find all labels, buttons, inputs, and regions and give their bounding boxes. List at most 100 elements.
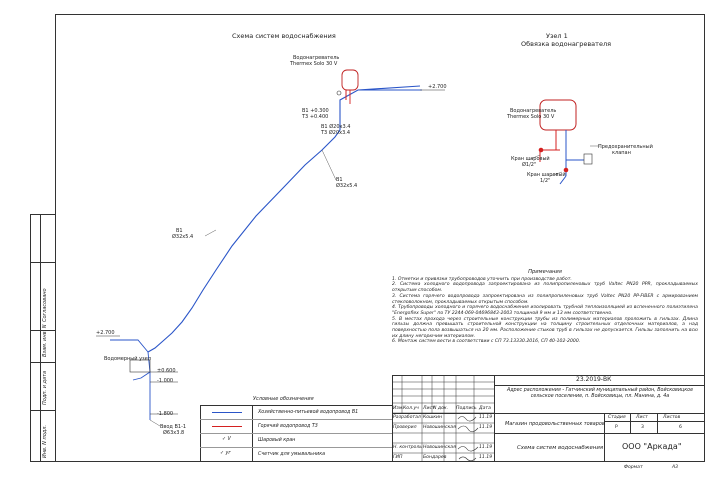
tb-stage: Р [615,425,618,430]
tb-line-h2 [392,413,705,414]
ball-valve-label-1b: Ø1/2" [522,162,537,168]
heater-valve [336,90,342,96]
safety-valve-label-1: Предохранительный [598,144,653,150]
pipe-b1-c: В1 [336,177,343,183]
tb-name-2: Новошинская [423,425,456,430]
safety-valve-label-2: клапан [612,150,631,156]
leader-vvod [149,419,161,427]
tb-name-5: Бондарев [423,455,447,460]
detail-leader-2 [527,154,541,161]
pipe-b1-c2: Ø32х5.4 [336,183,358,189]
legend-red-line [212,426,242,428]
pipe-t3-b: Т3 Ø20х3.4 [321,130,351,136]
tb-line-v-sheets [657,413,658,433]
tb-date-1: 11.19 [479,415,493,420]
level-low2: -1.800 [157,411,174,417]
note-3: 3. Система горячего водопровода запроект… [392,293,698,305]
title-block [392,375,705,462]
heater-body [341,69,359,91]
tb-sheets-h: Листов [663,415,681,420]
pipe-b1-d: В1 [176,228,183,234]
legend-row-1 [200,419,392,420]
tb-date-2: 11.19 [479,425,493,430]
tb-line-v-sheet [630,413,631,433]
tb-col-date: Дата [479,406,491,411]
legend-label-1: Хозяйственно-питьевой водопровод В1 [258,410,359,415]
detail-valve-2 [563,167,569,173]
side-line-3 [30,410,55,411]
tb-line-v-company [604,433,605,462]
legend-row-2 [200,433,392,434]
tb-sheet-title: Схема систем водоснабжения [517,445,604,451]
tb-role-4: Н. контроль [393,445,423,450]
ball-valve-label-2b: 1/2" [540,178,551,184]
pipe-b1-b: В1 Ø20х3.4 [321,124,351,130]
side-strip-divider [40,214,41,462]
node-subtitle: Обвязка водонагревателя [521,40,612,48]
legend-row-3 [200,447,392,448]
tb-col-sign: Подпись [456,406,477,411]
legend-label-4: Счетчик для умывальника [258,452,326,457]
detail-heater-body [539,99,577,131]
tb-line-h3 [494,433,705,434]
legend-blue-line [212,412,242,414]
tb-sheet: 3 [641,425,644,430]
tb-object: Магазин продовольственных товаров [505,421,605,427]
drawing-frame [55,14,705,462]
notes-block: Примечания 1. Отметки и привязки трубопр… [392,269,698,345]
side-line-1 [30,330,55,331]
pipe-b1-d2: Ø32х5.4 [172,234,194,240]
notes-header: Примечания [528,269,562,275]
tb-role-1: Разработал [393,415,421,420]
pipe-b1-main [147,85,421,353]
pipe-vvod-1: Ввод В1-1 [160,424,187,430]
water-meter-label: Водомерный узел [104,356,151,362]
detail-valve-1 [538,147,544,153]
note-2: 2. Система холодного водопровода запроек… [392,282,698,294]
side-line-4 [30,262,55,263]
tb-col-kol: Кол.уч [403,406,419,411]
tb-signatures [457,416,479,462]
legend-label-3: Шаровый кран [258,438,296,443]
legend-label-2: Горячий водопровод Т3 [258,424,318,429]
heater-label-1: Водонагреватель [293,55,340,61]
legend-title: Условные обозначения [253,396,314,402]
format-label: Формат [624,465,643,470]
legend-meter-code: ✓ уг [220,451,231,456]
pipe-t3-a: Т3 +0.400 [302,114,329,120]
tb-line-h-stage [604,421,705,422]
heater-label-2: Thermex Solo 30 V [290,61,338,67]
level-zero: ±0.600 [157,368,176,374]
tb-col-list: Лист [423,406,435,411]
note-6: 6. Монтаж систем вести в соответствии с … [392,339,581,345]
side-line-2 [30,362,55,363]
tb-role-2: Проверил [393,425,417,430]
tb-col-doc: N док. [433,406,449,411]
detail-leader-3 [549,171,563,177]
tb-line-v-main [494,375,495,462]
detail-heater-label-2: Thermex Solo 30 V [507,114,555,120]
ball-valve-label-1: Кран шаровый [511,156,550,162]
node-title: Узел 1 [546,32,568,40]
tb-sheets: 6 [679,425,682,430]
scheme-title: Схема систем водоснабжения [232,32,336,40]
level-mid: +2.700 [96,330,115,336]
level-low: -1.000 [157,378,174,384]
note-1: 1. Отметки и привязки трубопроводов уточ… [392,276,572,282]
water-meter-box [129,359,151,373]
detail-heater-label-1: Водонагреватель [510,108,557,114]
tb-sheet-h: Лист [636,415,648,420]
pipe-vvod-2: Ø63х3.8 [163,430,185,436]
leader-b1-d [204,229,217,237]
tb-col-izm: Изм. [393,406,404,411]
legend-ball-valve-code: ✓ V [222,437,231,442]
pipe-vvod [132,351,151,381]
tb-stage-h: Стадия [608,415,626,420]
level-top: +2.700 [428,84,447,90]
leader-b1-c [321,149,337,181]
detail-pipe-blue-3 [559,175,567,185]
tb-date-5: 11.19 [479,455,493,460]
tb-name-4: Новошинская [423,445,456,450]
tb-role-5: ГИП [393,455,403,460]
